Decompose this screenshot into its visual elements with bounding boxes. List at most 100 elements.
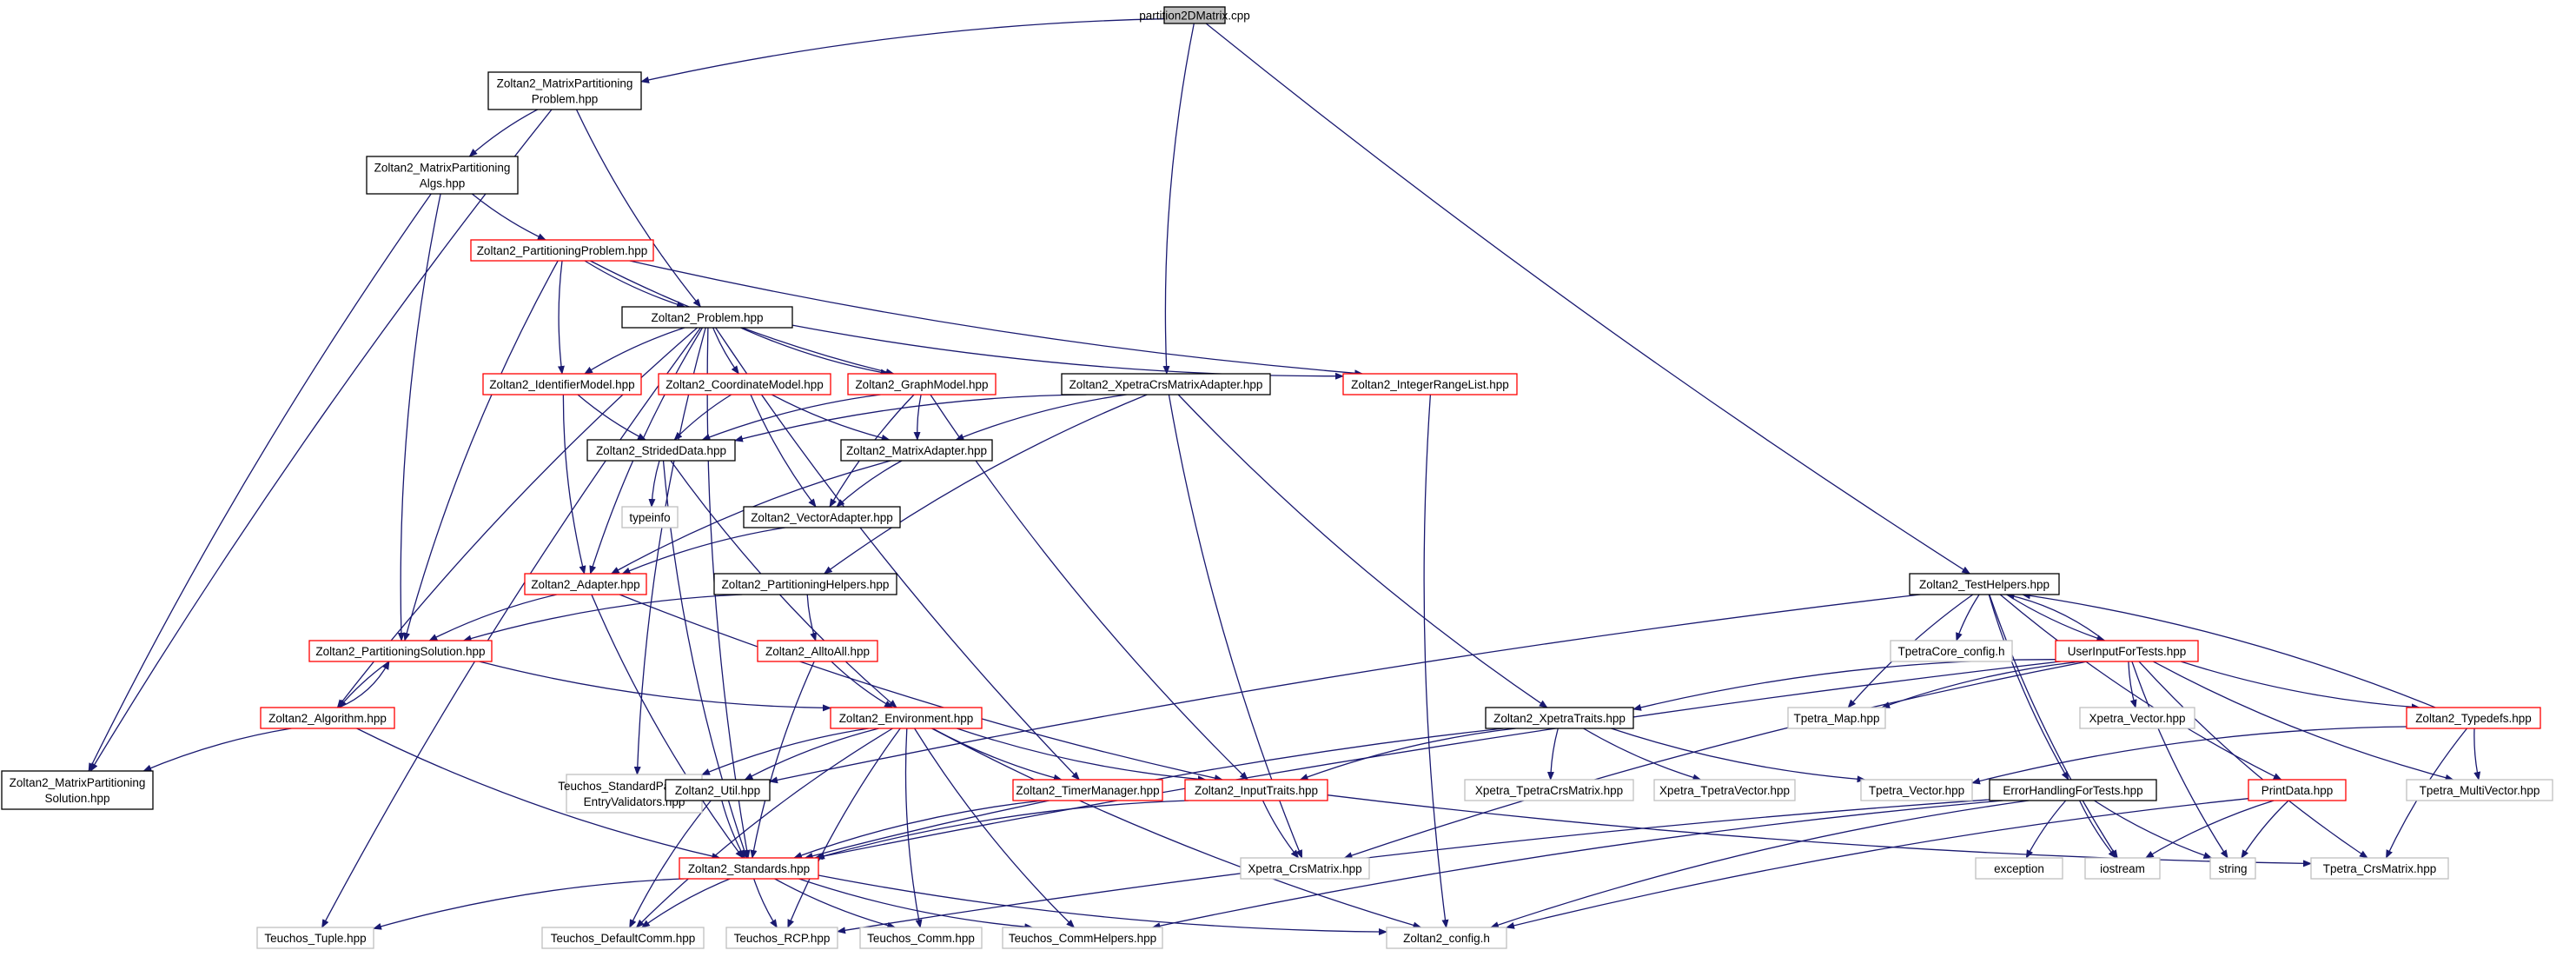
edge-uift-to-tcm [2138,661,2368,859]
node-zoltan2-standards-hpp[interactable]: Zoltan2_Standards.hpp [679,857,819,880]
edge-prob-to-irl [791,324,1344,380]
edge-xt-to-tv [1611,728,1866,783]
node-label: partition2DMatrix.cpp [1139,10,1250,23]
edge-util-to-tdc [629,800,712,928]
node-box [586,439,736,462]
node-box [1184,779,1328,801]
node-zoltan2-partitioningsolution-hpp[interactable]: Zoltan2_PartitioningSolution.hpp [308,640,493,662]
edge-ps-to-alg [338,661,390,708]
node-teuchos-tuple-hpp[interactable]: Teuchos_Tuple.hpp [256,927,374,949]
edge-ehft-to-tch [1151,800,2003,930]
edge-a2a-to-std [750,661,815,859]
node-box [2248,779,2347,801]
node-zoltan2-partitioninghelpers-hpp[interactable]: Zoltan2_PartitioningHelpers.hpp [713,573,897,595]
node-zoltan2-strideddata-hpp[interactable]: Zoltan2_StridedData.hpp [586,439,736,462]
node-label: Tpetra_MultiVector.hpp [2420,784,2540,797]
edge-ad-to-std [591,594,744,859]
edge-xcma-to-ma [955,394,1127,441]
edge-uift-to-std [814,661,2061,861]
node-zoltan2-xpetracrsmatrixadapter-hpp[interactable]: Zoltan2_XpetraCrsMatrixAdapter.hpp [1061,373,1271,395]
node-box [830,707,983,729]
node-box [859,927,983,949]
node-zoltan2-util-hpp[interactable]: Zoltan2_Util.hpp [665,779,771,801]
node-teuchos-comm-hpp[interactable]: Teuchos_Comm.hpp [859,927,983,949]
edge-uift-to-str [2131,661,2228,859]
edge-th-to-ehft [1988,594,2069,781]
node-label: Zoltan2_GraphModel.hpp [855,378,988,391]
edge-pp-to-prob [584,260,685,309]
node-exception[interactable]: exception [1975,857,2063,880]
node-tpetracore-config-h[interactable]: TpetraCore_config.h [1890,640,2013,662]
node-xpetra-crsmatrix-hpp[interactable]: Xpetra_CrsMatrix.hpp [1240,857,1370,880]
node-label: Zoltan2_IdentifierModel.hpp [489,378,634,391]
node-xpetra-tpetracrsmatrix-hpp[interactable]: Xpetra_TpetraCrsMatrix.hpp [1464,779,1634,801]
node-box [1653,779,1796,801]
edge-ehft-to-str [2094,800,2213,859]
node-zoltan2-environment-hpp[interactable]: Zoltan2_Environment.hpp [830,707,983,729]
node-errorhandlingfortests-hpp[interactable]: ErrorHandlingForTests.hpp [1989,779,2157,801]
node-zoltan2-inputtraits-hpp[interactable]: Zoltan2_InputTraits.hpp [1184,779,1328,801]
node-xpetra-vector-hpp[interactable]: Xpetra_Vector.hpp [2079,707,2195,729]
node-typeinfo[interactable]: typeinfo [621,506,679,528]
node-printdata-hpp[interactable]: PrintData.hpp [2248,779,2347,801]
edge-alg-to-std [356,728,721,860]
node-zoltan2-config-h[interactable]: Zoltan2_config.h [1386,927,1507,949]
node-label: string [2218,862,2247,875]
node-zoltan2-timermanager-hpp[interactable]: Zoltan2_TimerManager.hpp [1012,779,1163,801]
edge-ehft-to-trcp [837,799,1990,934]
node-tpetra-map-hpp[interactable]: Tpetra_Map.hpp [1787,707,1886,729]
node-zoltan2-partitioningproblem-hpp[interactable]: Zoltan2_PartitioningProblem.hpp [470,239,654,262]
node-zoltan2-typedefs-hpp[interactable]: Zoltan2_Typedefs.hpp [2406,707,2541,729]
node-label: Xpetra_TpetraCrsMatrix.hpp [1475,784,1623,797]
edge-pp-to-irl [629,260,1364,377]
node-tpetra-vector-hpp[interactable]: Tpetra_Vector.hpp [1860,779,1973,801]
node-zoltan2-integerrangelist-hpp[interactable]: Zoltan2_IntegerRangeList.hpp [1342,373,1518,395]
node-zoltan2-graphmodel-hpp[interactable]: Zoltan2_GraphModel.hpp [847,373,997,395]
node-string[interactable]: string [2209,857,2256,880]
node-teuchos-defaultcomm-hpp[interactable]: Teuchos_DefaultComm.hpp [541,927,705,949]
edge-it-to-std [815,800,1189,860]
edge-prob-to-tm [715,327,1080,781]
node-label: typeinfo [629,511,670,524]
node-label: Zoltan2_PartitioningSolution.hpp [315,645,485,658]
edge-td-to-tmv [2473,728,2481,781]
edge-std-to-tdc [640,878,731,928]
edge-root-to-th [1205,23,1971,575]
node-teuchos-rcp-hpp[interactable]: Teuchos_RCP.hpp [725,927,838,949]
node-zoltan2-testhelpers-hpp[interactable]: Zoltan2_TestHelpers.hpp [1909,573,2060,595]
node-zoltan2-vectoradapter-hpp[interactable]: Zoltan2_VectorAdapter.hpp [743,506,901,528]
edge-gm-to-sd [701,394,881,441]
edge-prob-to-idm [584,327,685,375]
node-box [524,573,647,595]
node-zoltan2-alltoall-hpp[interactable]: Zoltan2_AlltoAll.hpp [757,640,878,662]
node-zoltan2-identifiermodel-hpp[interactable]: Zoltan2_IdentifierModel.hpp [482,373,642,395]
node-xpetra-tpetravector-hpp[interactable]: Xpetra_TpetraVector.hpp [1653,779,1796,801]
node-tpetra-crsmatrix-hpp[interactable]: Tpetra_CrsMatrix.hpp [2310,857,2449,880]
node-zoltan2-coordinatemodel-hpp[interactable]: Zoltan2_CoordinateModel.hpp [658,373,831,395]
edge-irl-to-zc [1423,394,1449,928]
node-box [487,71,642,110]
node-zoltan2-adapter-hpp[interactable]: Zoltan2_Adapter.hpp [524,573,647,595]
node-teuchos-commhelpers-hpp[interactable]: Teuchos_CommHelpers.hpp [1002,927,1163,949]
node-label: Zoltan2_Typedefs.hpp [2415,712,2532,725]
node-box [1860,779,1973,801]
node-iostream[interactable]: iostream [2084,857,2161,880]
edge-ma-to-va [836,460,903,508]
edge-sd-to-ti [648,460,660,508]
node-label: Xpetra_Vector.hpp [2089,712,2185,725]
edge-va-to-ad [621,527,785,575]
node-userinputfortests-hpp[interactable]: UserInputForTests.hpp [2055,640,2199,662]
node-tpetra-multivector-hpp[interactable]: Tpetra_MultiVector.hpp [2406,779,2553,801]
edge-xt-to-xtcm [1546,728,1559,781]
node-zoltan2-xpetratraits-hpp[interactable]: Zoltan2_XpetraTraits.hpp [1485,707,1634,729]
node-zoltan2-problem-hpp[interactable]: Zoltan2_Problem.hpp [621,306,793,329]
node-box [256,927,374,949]
node-zoltan2-matrixadapter-hpp[interactable]: Zoltan2_MatrixAdapter.hpp [840,439,993,462]
node-box [1012,779,1163,801]
node-label: iostream [2100,862,2145,875]
node-box [679,857,819,880]
node-zoltan2-algorithm-hpp[interactable]: Zoltan2_Algorithm.hpp [260,707,395,729]
